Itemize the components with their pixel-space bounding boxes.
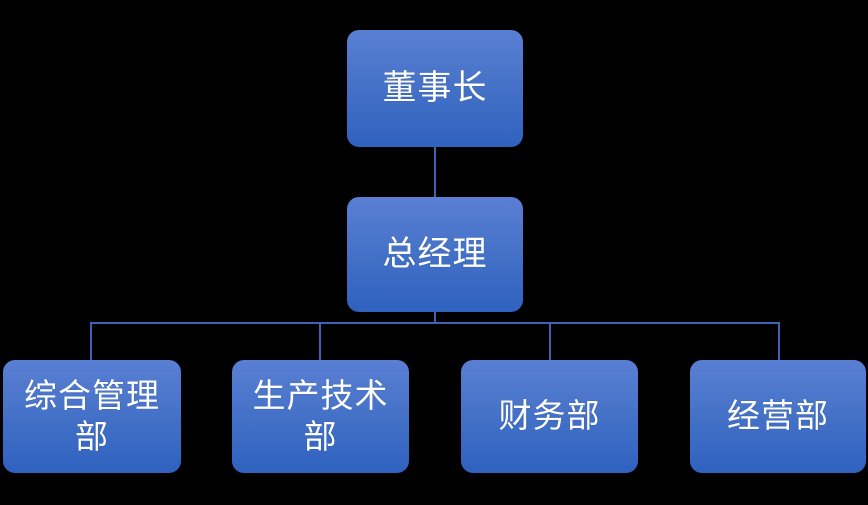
org-node-general-manager[interactable]: 总经理: [347, 197, 523, 312]
org-node-finance-dept[interactable]: 财务部: [461, 360, 638, 473]
org-node-production-technology-dept-label: 生产技术部: [252, 377, 389, 455]
connector-drop-dept4: [778, 322, 780, 360]
org-node-general-management-dept[interactable]: 综合管理部: [3, 360, 181, 473]
org-node-business-dept-label: 经营部: [727, 397, 829, 435]
connector-drop-dept1: [90, 322, 92, 360]
connector-gm-stem: [434, 312, 436, 323]
org-node-business-dept[interactable]: 经营部: [690, 360, 866, 473]
org-node-production-technology-dept[interactable]: 生产技术部: [232, 360, 409, 473]
org-node-general-manager-label: 总经理: [382, 234, 488, 273]
org-node-chairman[interactable]: 董事长: [347, 30, 523, 147]
connector-department-bus: [90, 322, 780, 324]
connector-drop-dept2: [319, 322, 321, 360]
org-node-finance-dept-label: 财务部: [498, 397, 601, 435]
org-node-chairman-label: 董事长: [382, 68, 488, 107]
org-node-general-management-dept-label: 综合管理部: [24, 377, 160, 455]
connector-chairman-to-gm: [434, 147, 436, 197]
connector-drop-dept3: [549, 322, 551, 360]
